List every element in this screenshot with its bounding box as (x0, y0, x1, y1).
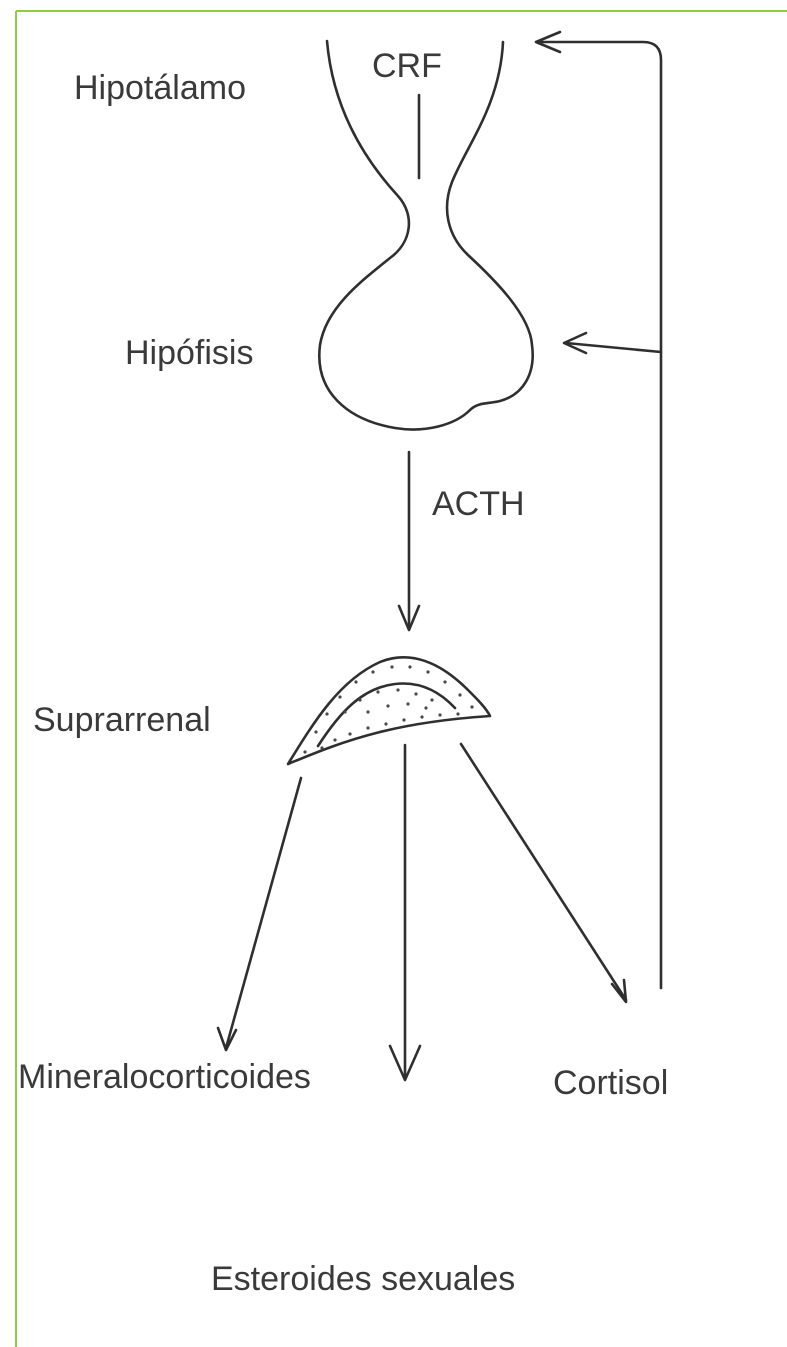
label-cortisol: Cortisol (553, 1064, 668, 1102)
frame-border (16, 11, 787, 1347)
label-crf: CRF (372, 47, 442, 85)
pituitary-stalk-outline (319, 41, 532, 429)
label-hypothalamus: Hipotálamo (74, 69, 246, 107)
cortisol-feedback-loop (536, 32, 661, 988)
adrenal-cortex-stipple (303, 665, 473, 753)
stalk-left-contour (319, 41, 470, 429)
label-mineralocorticoids: Mineralocorticoides (18, 1058, 311, 1096)
stalk-right-contour (447, 42, 533, 410)
adrenal-gland (288, 657, 490, 764)
sex-steroids-arrow (390, 745, 420, 1080)
mineralocorticoids-arrow (218, 778, 301, 1050)
label-adrenal: Suprarrenal (33, 701, 211, 739)
mineralocorticoids-arrow-head (218, 1028, 236, 1050)
mineralocorticoids-arrow-line (226, 778, 301, 1048)
label-sex-steroids: Esteroides sexuales (211, 1260, 515, 1298)
label-pituitary: Hipófisis (125, 334, 253, 372)
cortisol-arrow (461, 744, 626, 1002)
label-acth: ACTH (432, 485, 525, 523)
feedback-line (538, 42, 661, 988)
cortisol-arrow-shaft (461, 744, 626, 1000)
adrenal-outer-contour (288, 657, 490, 764)
acth-arrow (399, 452, 419, 630)
